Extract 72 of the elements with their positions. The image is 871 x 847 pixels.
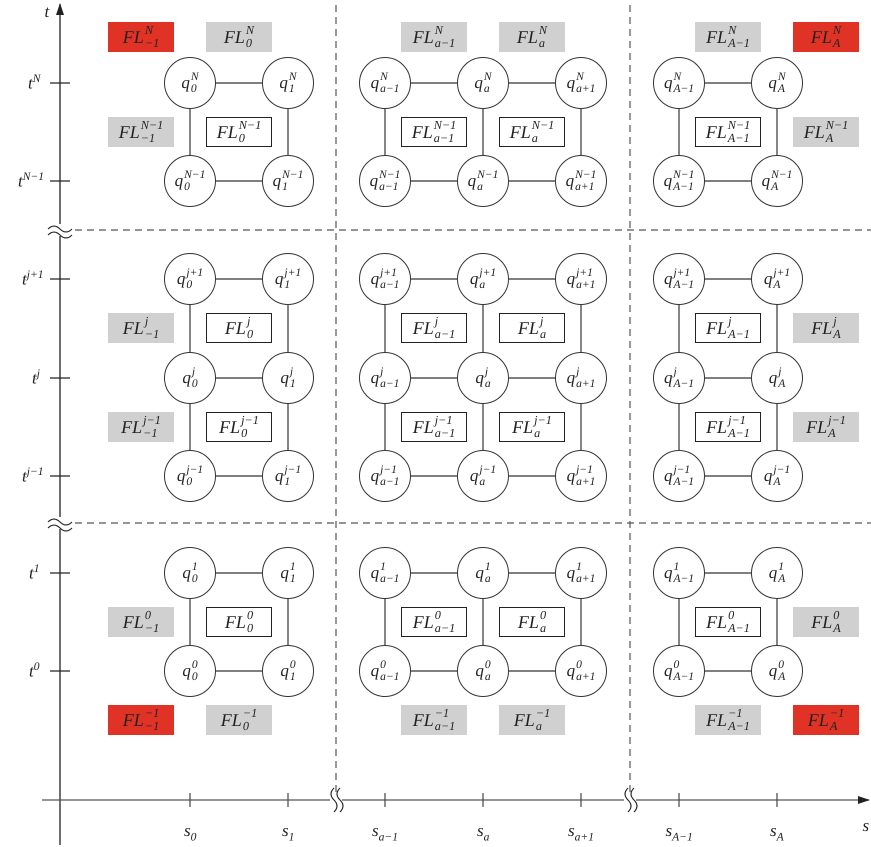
axis-label: s [862,816,870,836]
connector-line [189,109,191,155]
connector-line [482,599,484,645]
axis-label: s$_{A−1}$ [666,821,693,844]
axis-label: s$_{a+1}$ [568,821,594,844]
axis-label: t$^{N−1}$ [18,170,44,192]
connector-line [678,599,680,645]
connector-line [776,109,778,155]
axis-label: s$_{a−1}$ [372,821,398,844]
connector-line [189,599,191,645]
connector-line [705,82,751,84]
connector-line [509,180,555,182]
connector-line [411,475,457,477]
axis-label: t$^{1}$ [29,562,40,584]
connector-line [216,180,262,182]
connector-line [509,278,555,280]
connector-line [287,109,289,155]
connector-line [216,82,262,84]
connector-line [580,305,582,352]
connector-line [705,180,751,182]
connector-line [776,599,778,645]
connector-line [287,599,289,645]
connector-line [509,572,555,574]
connector-line [216,377,262,379]
connector-line [411,572,457,574]
connector-line [411,377,457,379]
connector-line [705,278,751,280]
axis-label: t [44,2,50,22]
connector-line [705,670,751,672]
connector-line [580,109,582,155]
connector-line [678,404,680,450]
connector-line [287,305,289,352]
connector-line [580,404,582,450]
connector-line [384,404,386,450]
axis-label: t$^{j}$ [32,367,40,389]
connector-line [678,305,680,352]
connector-line [509,475,555,477]
connector-line [411,670,457,672]
connector-line [580,599,582,645]
connector-line [776,305,778,352]
connector-line [384,599,386,645]
axis-label: t$^{j−1}$ [22,465,44,487]
connector-line [411,82,457,84]
connector-line [216,278,262,280]
connector-line [216,572,262,574]
connector-line [482,109,484,155]
connector-line [411,278,457,280]
axis-label: t$^{j+1}$ [22,268,44,290]
axis-label: t$^{N}$ [28,72,40,94]
connector-line [384,305,386,352]
connector-line [482,404,484,450]
connector-line [509,82,555,84]
axis-label: s$_{0}$ [184,821,196,844]
connector-line [705,475,751,477]
connector-line [705,377,751,379]
axis-label: s$_{a}$ [477,821,490,844]
connector-line [509,670,555,672]
connector-line [384,109,386,155]
axis-label: s$_{1}$ [282,821,294,844]
connector-line [287,404,289,450]
connector-line [705,572,751,574]
connector-line [189,305,191,352]
connector-line [216,670,262,672]
connector-line [776,404,778,450]
connector-line [509,377,555,379]
connector-line [482,305,484,352]
connector-line [411,180,457,182]
connector-line [678,109,680,155]
connector-line [216,475,262,477]
axis-label: t$^{0}$ [29,660,40,682]
axis-label: s$_{A}$ [770,821,784,844]
connector-line [189,404,191,450]
